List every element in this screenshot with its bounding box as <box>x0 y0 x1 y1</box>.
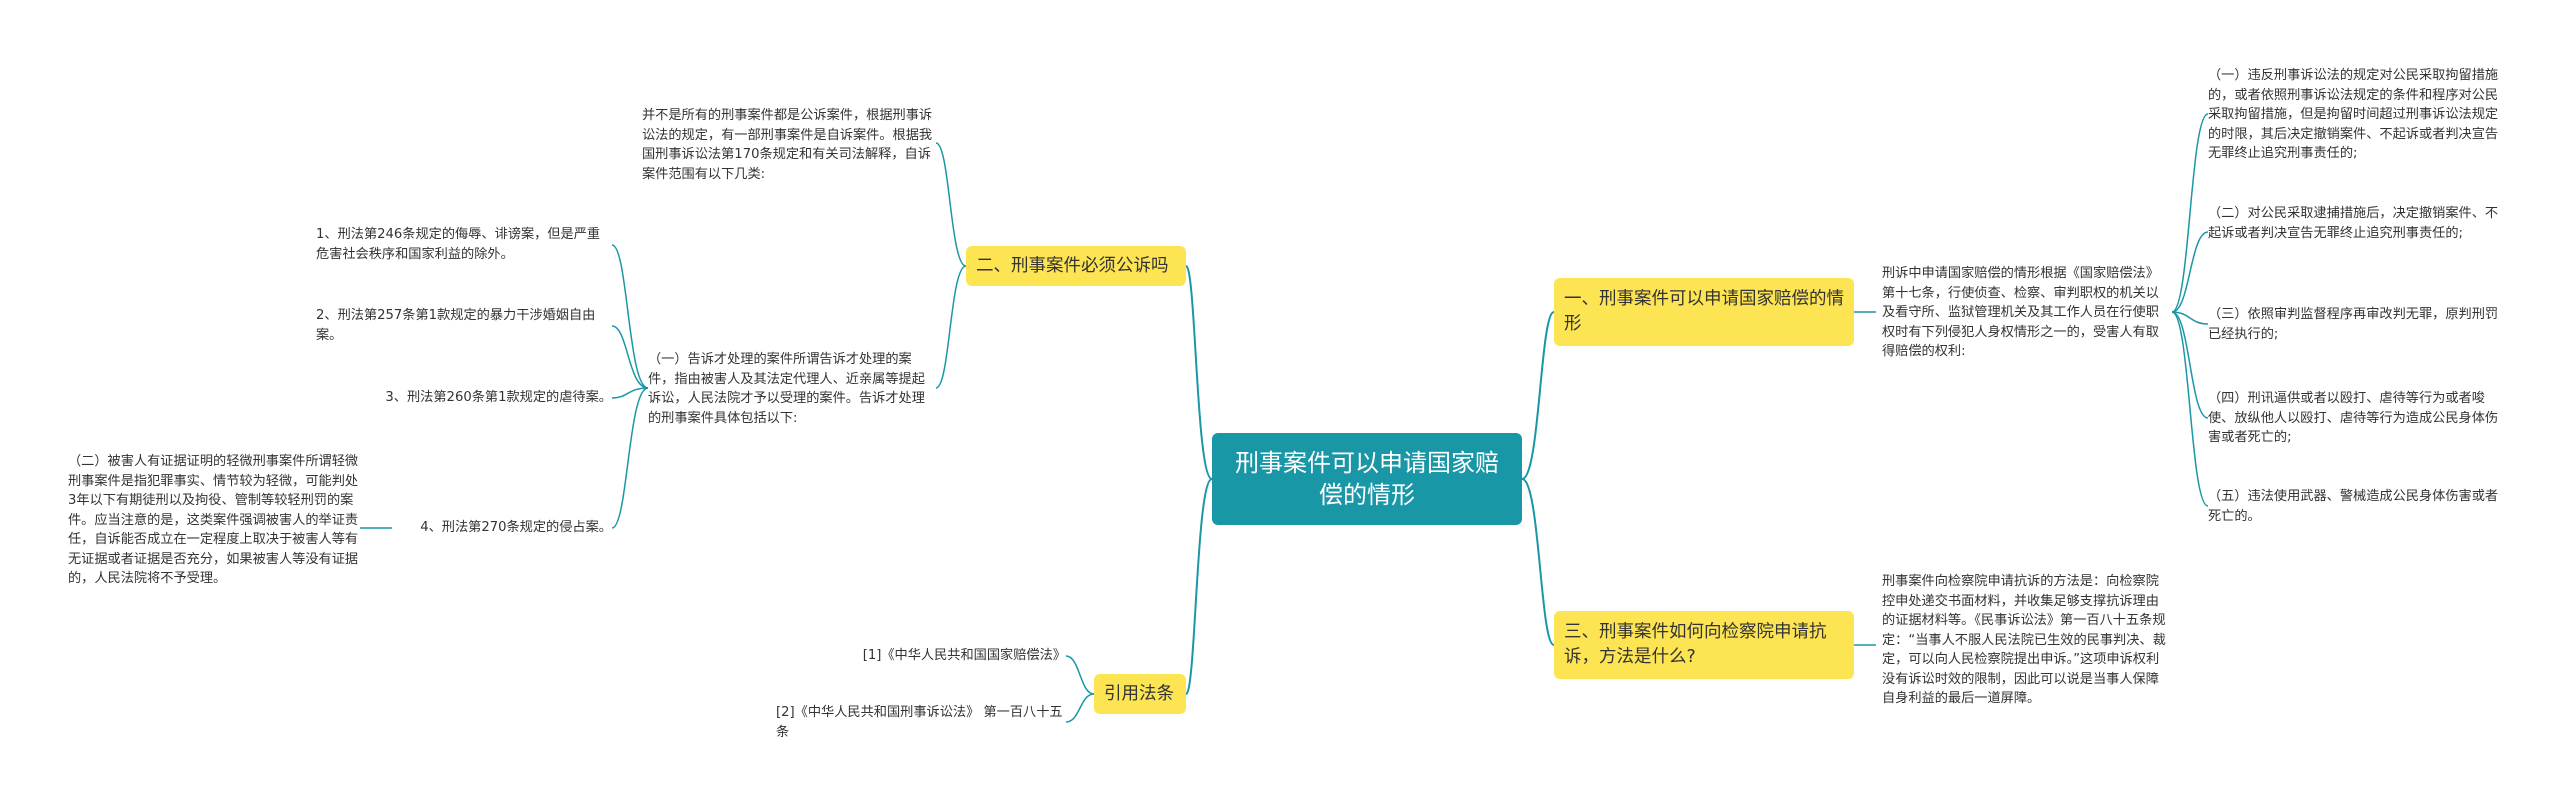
compensation-item-2: （二）对公民采取逮捕措施后，决定撤销案件、不起诉或者判决宣告无罪终止追究刑事责任… <box>2208 206 2499 241</box>
link-sub1-item4 <box>611 387 649 529</box>
link-root-appeal <box>1521 478 1555 646</box>
crime-item-1: 1、刑法第246条规定的侮辱、诽谤案，但是严重危害社会秩序和国家利益的除外。 <box>316 227 601 262</box>
branch-laws-label: 引用法条 <box>1104 683 1174 704</box>
appeal-text: 刑事案件向检察院申请抗诉的方法是：向检察院控申处递交书面材料，并收集足够支撑抗诉… <box>1882 574 2166 706</box>
public-prosecution-sub-one: （一）告诉才处理的案件所谓告诉才处理的案件，指由被害人及其法定代理人、近亲属等提… <box>648 352 925 426</box>
branch-public-prosecution[interactable]: 二、刑事案件必须公诉吗 <box>966 246 1186 286</box>
branch-public-prosecution-label: 二、刑事案件必须公诉吗 <box>976 255 1169 276</box>
link-comp-item1 <box>2171 113 2209 313</box>
public-prosecution-sub-two: （二）被害人有证据证明的轻微刑事案件所谓轻微刑事案件是指犯罪事实、情节较为轻微，… <box>68 454 359 586</box>
link-sub1-item3 <box>611 387 649 399</box>
link-laws-item1 <box>1065 655 1095 695</box>
link-root-public <box>1185 265 1213 480</box>
compensation-item-3: （三）依照审判监督程序再审改判无罪，原判刑罚已经执行的; <box>2208 307 2499 342</box>
link-root-compensation <box>1521 311 1555 480</box>
compensation-item-5: （五）违法使用武器、警械造成公民身体伤害或者死亡的。 <box>2208 489 2499 524</box>
branch-compensation[interactable]: 一、刑事案件可以申请国家赔偿的情形 <box>1554 278 1854 346</box>
law-item-2: [2]《中华人民共和国刑事诉讼法》 第一百八十五条 <box>776 705 1063 740</box>
link-comp-item3 <box>2171 311 2209 325</box>
link-root-laws <box>1185 478 1213 695</box>
crime-item-4: 4、刑法第270条规定的侵占案。 <box>420 520 612 535</box>
link-sub1-item2 <box>611 325 649 389</box>
compensation-item-1: （一）违反刑事诉讼法的规定对公民采取拘留措施的，或者依照刑事诉讼法规定的条件和程… <box>2208 68 2499 161</box>
branch-appeal-label: 三、刑事案件如何向检察院申请抗诉，方法是什么? <box>1564 622 1827 667</box>
crime-item-2: 2、刑法第257条第1款规定的暴力干涉婚姻自由案。 <box>316 308 596 343</box>
law-item-1: [1]《中华人民共和国国家赔偿法》 <box>862 648 1066 663</box>
branch-compensation-label: 一、刑事案件可以申请国家赔偿的情形 <box>1564 289 1844 334</box>
public-prosecution-intro: 并不是所有的刑事案件都是公诉案件，根据刑事诉讼法的规定，有一部刑事案件是自诉案件… <box>642 108 933 182</box>
link-sub1-item1 <box>611 244 649 389</box>
link-laws-item2 <box>1065 693 1095 723</box>
link-public-intro <box>935 142 967 267</box>
branch-laws[interactable]: 引用法条 <box>1094 674 1186 714</box>
branch-appeal[interactable]: 三、刑事案件如何向检察院申请抗诉，方法是什么? <box>1554 611 1854 679</box>
link-comp-item2 <box>2171 231 2209 313</box>
root-topic[interactable]: 刑事案件可以申请国家赔偿的情形 <box>1212 433 1522 525</box>
root-topic-label: 刑事案件可以申请国家赔偿的情形 <box>1235 449 1499 509</box>
link-comp-item5 <box>2171 311 2209 507</box>
compensation-item-4: （四）刑讯逼供或者以殴打、虐待等行为或者唆使、放纵他人以殴打、虐待等行为造成公民… <box>2208 391 2499 445</box>
link-public-sub1 <box>935 265 967 389</box>
compensation-intro: 刑诉中申请国家赔偿的情形根据《国家赔偿法》第十七条，行使侦查、检察、审判职权的机… <box>1882 266 2159 359</box>
link-comp-item4 <box>2171 311 2209 419</box>
crime-item-3: 3、刑法第260条第1款规定的虐待案。 <box>385 390 612 405</box>
